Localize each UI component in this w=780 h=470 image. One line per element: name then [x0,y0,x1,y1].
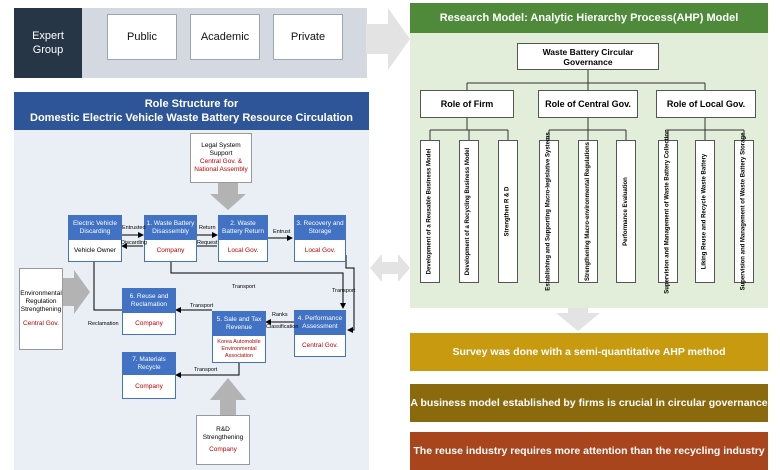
step6-actor: Company [123,313,175,334]
env-regulation-box: Environmental Regulation Strengthening C… [19,268,63,350]
criterion-collection-label: Supervision and Management of Waste Batt… [664,129,671,294]
role-central-box: Role of Central Gov. [538,90,638,118]
label-classification: Classification [266,324,299,330]
ev-actor: Vehicle Owner [69,240,121,261]
academic-box: Academic [190,14,260,60]
label-transport-right: Transport [332,288,356,294]
ahp-tree-lines [429,70,745,140]
rd-actor: Company [209,446,237,453]
step6-box: 6. Reuse and Reclamation Company [122,288,176,335]
env-title: Environmental Regulation Strengthening [20,290,62,313]
role-connectors [62,182,355,415]
result-reuse-text: The reuse industry requires more attenti… [413,445,765,457]
env-actor: Central Gov. [22,320,59,327]
criterion-legislative-box: Establishing and Supporting Macro-legisl… [539,132,559,291]
step3-title: 3. Recovery and Storage [295,216,345,240]
ev-discarding-box: Electric Vehicle Discarding Vehicle Owne… [68,215,122,262]
ev-title: Electric Vehicle Discarding [69,216,121,240]
role-local-box: Role of Local Gov. [656,90,756,118]
ahp-title: Research Model: Analytic Hierarchy Proce… [439,12,739,24]
role-title-line1: Role Structure for [144,98,239,110]
step6-title: 6. Reuse and Reclamation [123,289,175,313]
step4-actor: Central Gov. [295,335,345,356]
criterion-environmental-label: Strengthening Macro-environmental Regula… [584,141,591,282]
legal-title: Legal System Support [201,142,241,157]
step5-title: 5. Sale and Tax Revenue [213,312,265,336]
criterion-linking-box: Liking Reuse and Recycle Waste Battery [695,140,715,283]
step4-box: 4. Performance Assessment Central Gov. [294,310,346,357]
label-ranks: Ranks [272,312,288,318]
ahp-header: Research Model: Analytic Hierarchy Proce… [410,3,768,33]
expert-group-label: Expert Group [14,8,82,78]
expert-to-model-arrow [366,8,410,70]
model-to-results-arrow [556,295,600,331]
result-business-model-text: A business model established by firms is… [410,397,768,409]
ahp-goal-label: Waste Battery Circular Governance [542,46,634,67]
bidirectional-arrow [370,254,410,282]
step5-actor: Korea Automobile Environmental Associati… [213,336,265,362]
label-return: Return [199,225,216,231]
role-local-label: Role of Local Gov. [666,99,746,109]
step2-title: 2. Waste Battery Return [219,216,267,240]
step1-title: 1. Waste Battery Disassembly [145,216,196,240]
ahp-goal-box: Waste Battery Circular Governance [517,43,659,70]
result-survey-bar: Survey was done with a semi-quantitative… [410,333,768,371]
criterion-linking-label: Liking Reuse and Recycle Waste Battery [701,153,708,270]
step5-box: 5. Sale and Tax Revenue Korea Automobile… [212,311,266,363]
private-box: Private [273,14,343,60]
private-label: Private [290,31,326,43]
criterion-legislative-label: Establishing and Supporting Macro-legisl… [545,132,552,291]
criterion-performance-box: Performance Evaluation [616,140,636,283]
criterion-recycling-label: Development of a Recycling Business Mode… [465,147,472,276]
criterion-collection-box: Supervision and Management of Waste Batt… [658,129,678,294]
step2-box: 2. Waste Battery Return Local Gov. [218,215,268,262]
academic-label: Academic [200,31,250,43]
role-central-label: Role of Central Gov. [545,99,631,109]
criterion-performance-label: Performance Evaluation [622,177,629,246]
step7-title: 7. Materials Recycle [123,353,175,375]
step4-title: 4. Performance Assessment [295,311,345,335]
label-discarding: Discarding [121,240,147,246]
label-entrust: Entrust [273,229,291,235]
criterion-rd-box: Strengthen R & D [498,140,518,283]
step7-actor: Company [123,375,175,398]
step3-box: 3. Recovery and Storage Local Gov. [294,215,346,262]
step3-actor: Local Gov. [295,240,345,261]
step2-actor: Local Gov. [219,240,267,261]
legal-system-box: Legal System Support Central Gov. & Nati… [190,133,252,183]
result-reuse-bar: The reuse industry requires more attenti… [410,432,768,470]
step1-actor: Company [145,240,196,261]
criterion-storage-box: Supervision and Management of Waste Batt… [734,133,754,290]
role-firm-label: Role of Firm [440,99,494,109]
label-transport-bottom: Transport [194,367,218,373]
criterion-rd-label: Strengthen R & D [504,186,511,237]
public-label: Public [127,31,157,43]
result-survey-text: Survey was done with a semi-quantitative… [452,346,726,358]
expert-group-text: Expert Group [32,30,64,56]
result-business-model-bar: A business model established by firms is… [410,384,768,422]
label-entrusted: Entrusted [122,225,146,231]
rd-title: R&D Strengthening [202,426,244,441]
public-box: Public [107,14,177,60]
label-request: Request [197,240,218,246]
criterion-reusable-box: Development of a Reusable Business Model [420,140,440,283]
label-transport-mid: Transport [190,303,214,309]
criterion-recycling-box: Development of a Recycling Business Mode… [459,140,479,283]
step1-box: 1. Waste Battery Disassembly Company [144,215,197,262]
role-firm-box: Role of Firm [420,90,514,118]
step7-box: 7. Materials Recycle Company [122,352,176,399]
label-reclamation: Reclamation [88,321,119,327]
label-transport-top: Transport [232,284,256,290]
rd-box: R&D Strengthening Company [196,415,250,465]
criterion-environmental-box: Strengthening Macro-environmental Regula… [578,140,598,283]
criterion-storage-label: Supervision and Management of Waste Batt… [740,132,747,291]
role-title-line2: Domestic Electric Vehicle Waste Battery … [30,112,353,124]
legal-actor: Central Gov. & National Assembly [194,158,248,173]
criterion-reusable-label: Development of a Reusable Business Model [426,148,433,275]
